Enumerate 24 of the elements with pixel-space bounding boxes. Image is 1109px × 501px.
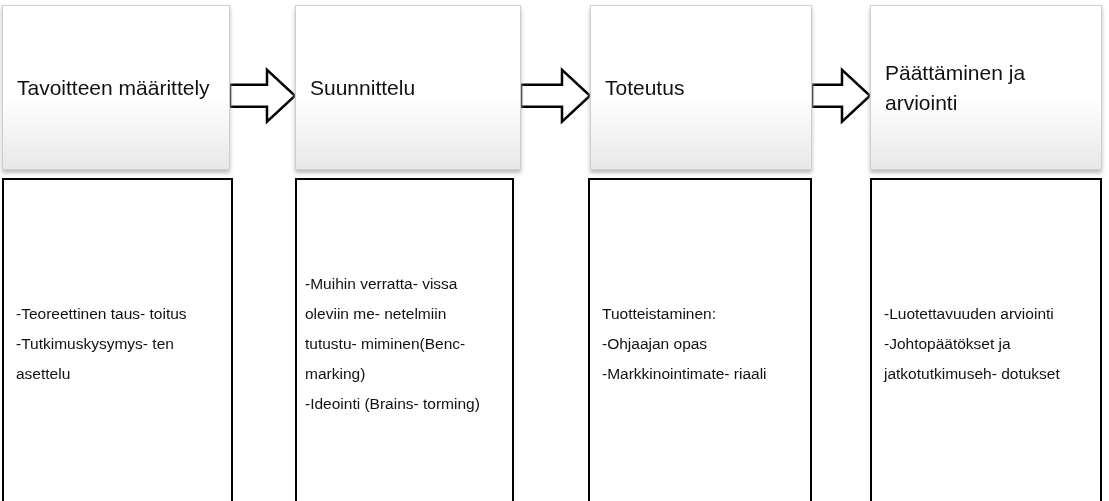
bullet-text: -Tutkimuskysymys- ten asettelu [16, 334, 175, 384]
stage-box [870, 5, 1102, 170]
stage-title: Toteutus [605, 74, 685, 101]
bullet-text: -Ideointi (Brains- torming) [305, 394, 481, 414]
bullet-text: Tuotteistaminen: [602, 304, 717, 324]
stage-title: Tavoitteen määrittely [17, 74, 210, 101]
bullet-text: -Markkinointimate- riaali [602, 364, 768, 384]
bullet-text: -Luotettavuuden arviointi [884, 304, 1055, 324]
content-box [870, 178, 1102, 501]
bullet-text: -Johtopäätökset ja jatkotutkimuseh- dotukset [884, 334, 1061, 384]
bullet-text: -Teoreettinen taus- toitus [16, 304, 188, 324]
stage-title: Päättäminen ja arviointi [885, 59, 1027, 116]
stage-box [2, 5, 230, 170]
stage-box [590, 5, 812, 170]
content-box [588, 178, 812, 501]
block-arrow [228, 66, 297, 125]
block-arrow [810, 66, 872, 125]
bullet-text: -Muihin verratta- vissa oleviin me- netelmiin tutustu- miminen(Benc- marking) [305, 274, 467, 384]
bullet-text: -Ohjaajan opas [602, 334, 709, 354]
block-arrow [519, 66, 592, 125]
stage-title: Suunnittelu [310, 74, 416, 101]
stage-box [295, 5, 521, 170]
content-box [2, 178, 233, 501]
content-box [295, 178, 514, 501]
